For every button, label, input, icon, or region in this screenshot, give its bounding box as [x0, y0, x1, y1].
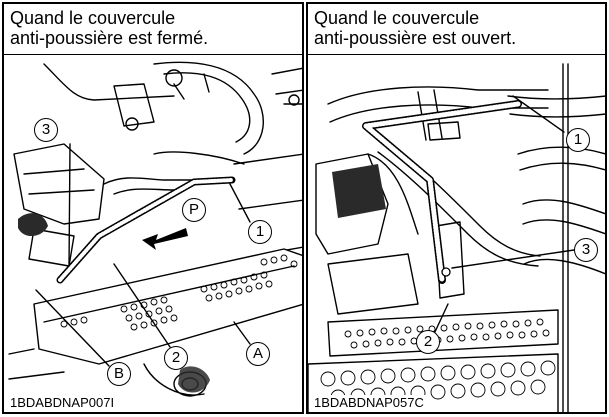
callout-3: 3 — [574, 238, 598, 262]
shaded-part — [332, 164, 386, 218]
illustration-cover-closed — [8, 61, 302, 397]
callout-b: B — [107, 362, 131, 386]
title-line-1: Quand le couvercule — [314, 8, 480, 28]
panel-title: Quand le couvercule anti-poussière est f… — [10, 8, 208, 48]
callout-a: A — [246, 342, 270, 366]
title-line-2: anti-poussière est ouvert. — [314, 28, 517, 48]
panel-cover-open: Quand le couvercule anti-poussière est o… — [306, 2, 607, 414]
panel-cover-closed: Quand le couvercule anti-poussière est f… — [2, 2, 304, 414]
panel-title: Quand le couvercule anti-poussière est o… — [314, 8, 516, 48]
callout-3: 3 — [34, 118, 58, 142]
title-line-2: anti-poussière est fermé. — [10, 28, 209, 48]
title-divider — [4, 54, 302, 55]
callout-1: 1 — [248, 220, 272, 244]
callout-p: P — [182, 198, 206, 222]
callout-1: 1 — [566, 128, 590, 152]
image-code: 1BDABDNAP007I — [10, 395, 117, 410]
image-code: 1BDABDNAP057C — [314, 395, 426, 410]
direction-arrow — [142, 228, 188, 250]
callout-2: 2 — [416, 330, 440, 354]
title-divider — [308, 54, 605, 55]
shaded-part — [18, 213, 48, 237]
title-line-1: Quand le couvercule — [10, 8, 176, 28]
callout-2: 2 — [164, 346, 188, 370]
illustration-cover-open — [308, 63, 605, 412]
